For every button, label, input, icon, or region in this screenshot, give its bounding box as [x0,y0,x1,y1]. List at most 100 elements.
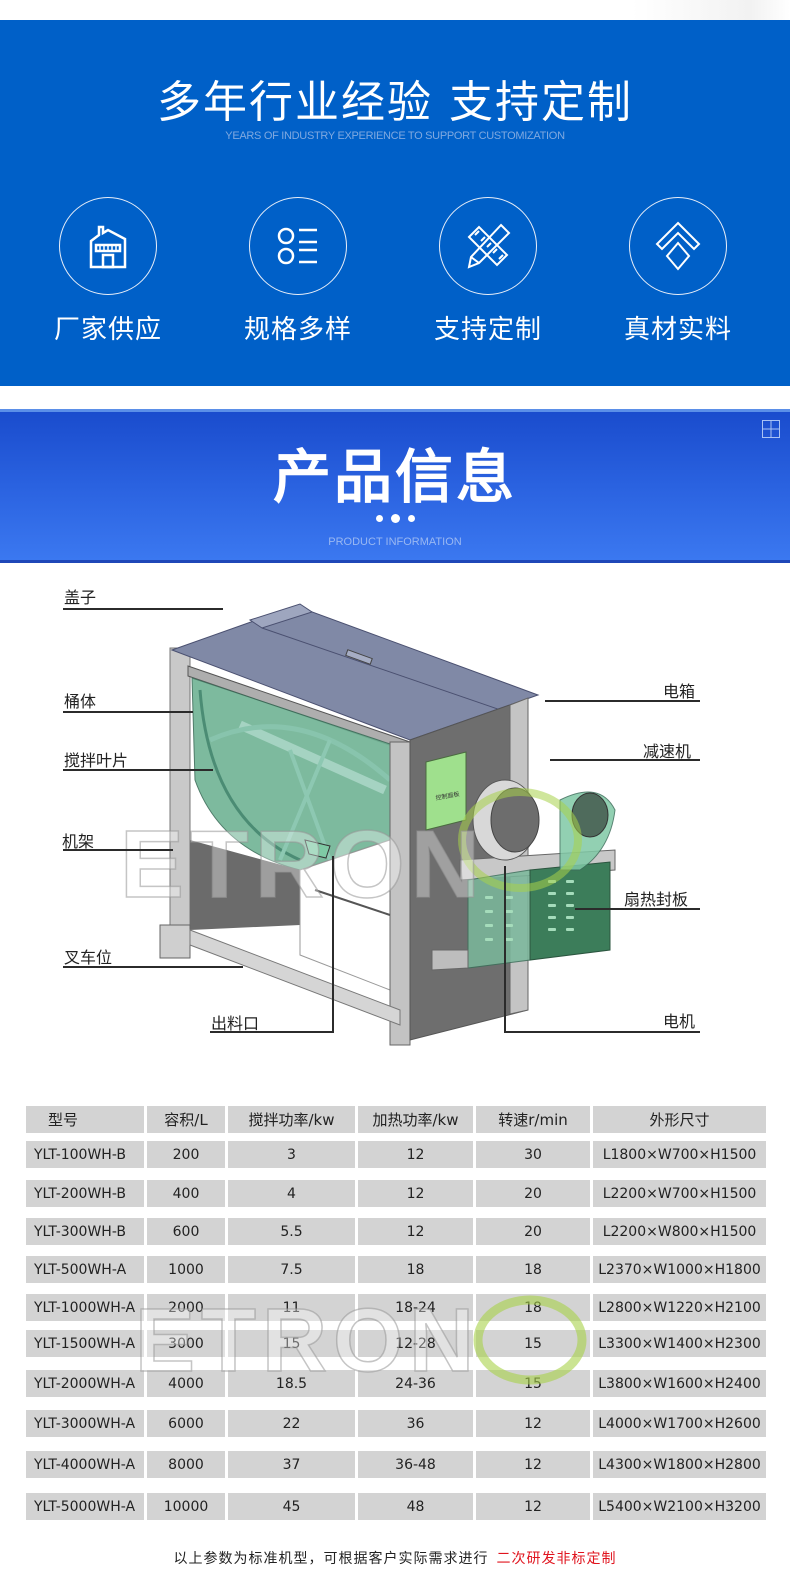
feature-label: 真材实料 [623,315,732,345]
feature-quality-materials: 真材实料 [613,197,743,346]
diamond-layers-icon [655,221,701,271]
banner-title: 多年行业经验 支持定制 [157,77,633,128]
table-row: YLT-500WH-A 1000 7.5 18 18 L2370×W1000×H… [26,1256,766,1283]
cell-speed: 12 [476,1451,590,1478]
table-row: YLT-1500WH-A 3000 15 12-28 15 L3300×W140… [26,1330,766,1357]
ribbon-mixer-illustration: 控制面板 [159,603,616,1046]
cell-model: YLT-4000WH-A [26,1451,144,1478]
cell-capacity: 200 [147,1141,225,1168]
cell-speed: 12 [476,1410,590,1437]
feature-customization: 支持定制 [423,197,553,346]
cell-model: YLT-300WH-B [26,1218,144,1245]
footnote-text: 以上参数为标准机型，可根据客户实际需求进行 [173,1551,489,1567]
cell-capacity: 1000 [147,1256,225,1283]
cell-speed: 20 [476,1180,590,1207]
feature-label: 厂家供应 [53,315,162,345]
callout-lid: 盖子 [64,588,97,607]
list-icon [277,227,317,265]
cell-speed: 12 [476,1493,590,1520]
experience-banner: 多年行业经验 支持定制 YEARS OF INDUSTRY EXPERIENCE… [0,20,790,386]
leader-line [504,866,506,1033]
machine-diagram: 控制面板 ETRON 盖子 桶体 搅拌叶片 机架 叉车位 出 [0,566,790,1066]
header-capacity: 容积/L [147,1106,225,1133]
cell-heating-power: 36-48 [358,1451,473,1478]
cell-speed: 20 [476,1218,590,1245]
cell-speed: 18 [476,1256,590,1283]
header-model: 型号 [26,1106,144,1133]
cell-dimensions: L2370×W1000×H1800 [593,1256,766,1283]
cell-heating-power: 36 [358,1410,473,1437]
header-dimensions: 外形尺寸 [593,1106,766,1133]
feature-circle [59,197,157,295]
leader-line [63,608,223,610]
cell-capacity: 6000 [147,1410,225,1437]
cell-heating-power: 12 [358,1218,473,1245]
cell-dimensions: L2200×W800×H1500 [593,1218,766,1245]
cell-mixing-power: 5.5 [228,1218,355,1245]
footnote: 以上参数为标准机型，可根据客户实际需求进行二次研发非标定制 [0,1548,790,1568]
cell-speed: 15 [476,1370,590,1397]
leader-line [575,908,700,910]
cell-mixing-power: 15 [228,1330,355,1357]
cell-dimensions: L3800×W1600×H2400 [593,1370,766,1397]
leader-line [210,1031,334,1033]
cell-mixing-power: 3 [228,1141,355,1168]
cell-heating-power: 18 [358,1256,473,1283]
cell-model: YLT-100WH-B [26,1141,144,1168]
table-row: YLT-300WH-B 600 5.5 12 20 L2200×W800×H15… [26,1218,766,1245]
cell-capacity: 10000 [147,1493,225,1520]
cell-capacity: 8000 [147,1451,225,1478]
table-row: YLT-3000WH-A 6000 22 36 12 L4000×W1700×H… [26,1410,766,1437]
header-mixing-power: 搅拌功率/kw [228,1106,355,1133]
cell-mixing-power: 45 [228,1493,355,1520]
cell-dimensions: L3300×W1400×H2300 [593,1330,766,1357]
callout-mixing-blade: 搅拌叶片 [64,751,129,770]
leader-line [63,711,193,713]
cell-dimensions: L5400×W2100×H3200 [593,1493,766,1520]
cell-mixing-power: 4 [228,1180,355,1207]
top-strip [0,0,790,20]
cell-dimensions: L4000×W1700×H2600 [593,1410,766,1437]
cell-speed: 18 [476,1294,590,1321]
cell-mixing-power: 37 [228,1451,355,1478]
banner-subtitle: YEARS OF INDUSTRY EXPERIENCE TO SUPPORT … [225,130,565,142]
cell-model: YLT-5000WH-A [26,1493,144,1520]
cell-model: YLT-500WH-A [26,1256,144,1283]
leader-line [63,966,243,968]
cell-dimensions: L2800×W1220×H2100 [593,1294,766,1321]
leader-line [550,759,700,761]
table-row: YLT-5000WH-A 10000 45 48 12 L5400×W2100×… [26,1493,766,1520]
cell-model: YLT-3000WH-A [26,1410,144,1437]
cell-model: YLT-1500WH-A [26,1330,144,1357]
cell-heating-power: 12-28 [358,1330,473,1357]
feature-circle [439,197,537,295]
table-row: YLT-4000WH-A 8000 37 36-48 12 L4300×W180… [26,1451,766,1478]
cell-capacity: 4000 [147,1370,225,1397]
callout-electric-box: 电箱 [663,682,696,701]
ruler-pencil-icon [467,223,511,269]
cell-dimensions: L2200×W700×H1500 [593,1180,766,1207]
title-dots [0,508,790,527]
table-row: YLT-2000WH-A 4000 18.5 24-36 15 L3800×W1… [26,1370,766,1397]
feature-circle [249,197,347,295]
callout-forklift-slot: 叉车位 [64,948,113,967]
cell-heating-power: 24-36 [358,1370,473,1397]
leader-line [63,769,213,771]
cell-capacity: 2000 [147,1294,225,1321]
cell-capacity: 600 [147,1218,225,1245]
product-info-header: 产品信息 PRODUCT INFORMATION [0,409,790,563]
leader-line [504,1031,700,1033]
cell-capacity: 400 [147,1180,225,1207]
callout-tank-body: 桶体 [64,692,97,711]
table-row: YLT-200WH-B 400 4 12 20 L2200×W700×H1500 [26,1180,766,1207]
cell-heating-power: 48 [358,1493,473,1520]
feature-label: 规格多样 [243,315,352,345]
callout-heat-dissipation-panel: 扇热封板 [624,890,689,909]
cell-model: YLT-2000WH-A [26,1370,144,1397]
leader-line [332,856,334,1033]
cell-dimensions: L1800×W700×H1500 [593,1141,766,1168]
feature-label: 支持定制 [433,315,542,345]
section-subtitle: PRODUCT INFORMATION [328,536,462,548]
section-title: 产品信息 [272,443,517,511]
cell-mixing-power: 18.5 [228,1370,355,1397]
